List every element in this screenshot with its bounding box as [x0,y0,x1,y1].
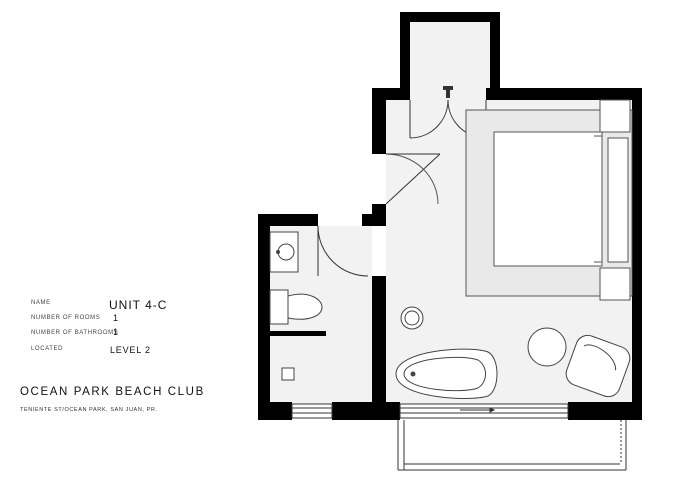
living-furniture [395,306,631,399]
name-label: NAME [31,300,51,306]
bathrooms-value: 1 [113,327,119,337]
unit-name-value: UNIT 4-C [109,298,168,312]
bed [465,99,633,301]
rooms-value: 1 [113,313,119,323]
bathrooms-label: NUMBER OF BATHROOMS [31,330,119,336]
bathroom-fixtures [269,231,323,381]
walls [258,12,642,420]
balcony [397,420,627,471]
rooms-label: NUMBER OF ROOMS [31,315,101,321]
located-label: LOCATED [31,346,64,352]
entry-hardware [443,86,453,98]
project-address: TENIENTE ST/OCEAN PARK, SAN JUAN, PR. [20,407,158,413]
located-value: LEVEL 2 [110,345,151,355]
doors [291,99,569,419]
project-title: OCEAN PARK BEACH CLUB [20,386,205,398]
